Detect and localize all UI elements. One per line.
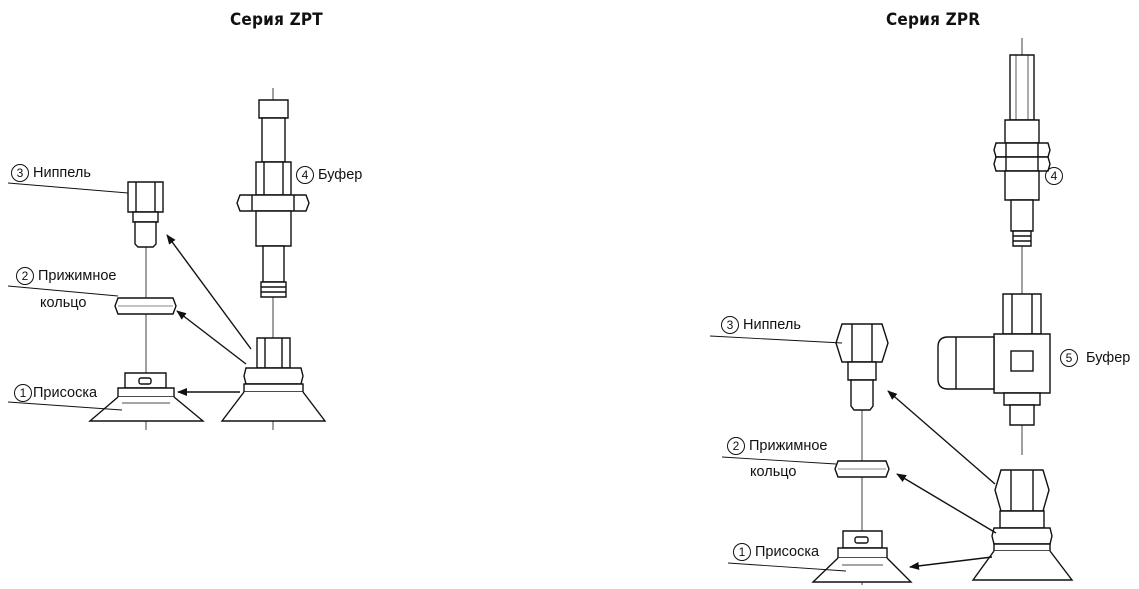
zpt-ring-text-1: Прижимное: [38, 267, 117, 284]
zpr-buffer5-part: [937, 293, 1051, 426]
zpr-ring-part: [834, 460, 890, 478]
zpt-arrow-ring: [176, 310, 247, 365]
zpr-pad-part: [811, 530, 913, 583]
zpt-pad-text: Присоска: [33, 384, 98, 401]
zpr-nipple-number: 3: [721, 316, 739, 334]
zpt-nipple-part: [127, 181, 164, 248]
zpr-ring-text-2: кольцо: [750, 464, 797, 480]
zpt-pad-part: [88, 372, 205, 422]
zpt-ring-part: [114, 297, 177, 315]
zpt-buffer-number: 4: [296, 166, 314, 184]
zpr-pad-number: 1: [733, 543, 751, 561]
zpr-buffer4-part: [993, 54, 1051, 247]
zpt-buffer-text: Буфер: [318, 166, 363, 183]
zpr-arrow-pad: [909, 556, 993, 570]
zpt-nipple-number: 3: [11, 164, 29, 182]
zpr-series-title: Серия ZPR: [886, 10, 981, 30]
zpr-buffer5-number: 5: [1060, 349, 1078, 367]
zpt-arrow-nipple: [166, 234, 252, 350]
zpr-pad-text: Присоска: [755, 543, 820, 560]
zpr-arrow-nipple: [887, 390, 996, 485]
zpr-ring-number: 2: [727, 437, 745, 455]
zpt-assembled-unit: [220, 337, 327, 422]
zpr-buffer4-number: 4: [1045, 167, 1063, 185]
zpr-ring-text-1: Прижимное: [749, 437, 828, 454]
zpr-nipple-text: Ниппель: [743, 316, 801, 333]
zpr-buffer5-text: Буфер: [1086, 349, 1131, 366]
zpt-series-title: Серия ZPT: [230, 10, 323, 30]
zpt-ring-text-2: кольцо: [40, 295, 87, 311]
zpt-nipple-text: Ниппель: [33, 164, 91, 181]
zpr-assembled-unit: [971, 469, 1074, 581]
zpr-arrow-ring: [896, 473, 997, 534]
zpr-nipple-part: [835, 323, 889, 411]
zpr-buffer4-label: 4: [1045, 167, 1067, 185]
zpt-pad-number: 1: [14, 384, 32, 402]
zpr-buffer5-label: 5 Буфер: [1060, 349, 1130, 367]
zpt-buffer-part: [236, 99, 310, 298]
zpt-ring-number: 2: [16, 267, 34, 285]
